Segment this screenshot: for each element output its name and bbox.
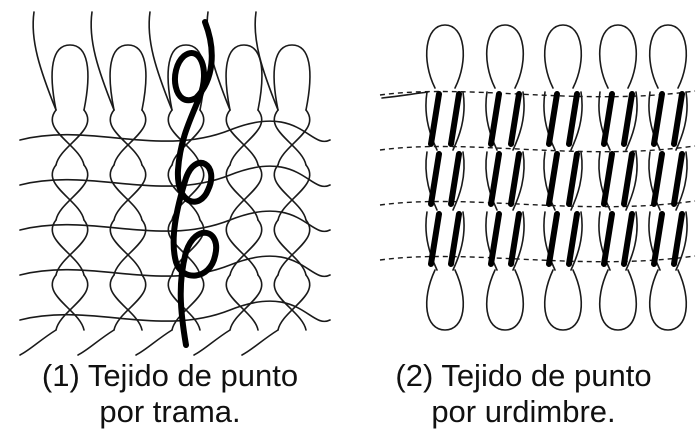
warp-knitting-illustration — [350, 0, 697, 360]
weft-caption-line2: por trama. — [0, 394, 340, 430]
weft-stitch-leg — [226, 220, 258, 275]
weft-thin-yarns — [20, 12, 330, 355]
weft-loop-head — [274, 45, 310, 110]
weft-stitch-leg — [52, 275, 84, 330]
warp-loop-head — [487, 25, 524, 88]
warp-connecting-yarn — [380, 146, 695, 152]
weft-yarn-tail — [20, 330, 56, 355]
warp-bold-leg — [604, 154, 612, 204]
warp-loop-head — [600, 25, 637, 88]
weft-stitch-leg — [274, 220, 306, 275]
weft-yarn-tail — [242, 330, 278, 355]
weft-stitch-leg — [114, 275, 146, 330]
weft-stitch-leg — [278, 110, 310, 165]
warp-knitting-caption: (2) Tejido de punto por urdimbre. — [350, 358, 697, 430]
warp-bold-leg — [431, 154, 439, 204]
weft-stitch-leg — [110, 165, 142, 220]
weft-knitting-illustration — [0, 0, 340, 360]
warp-bold-leg — [549, 94, 557, 144]
warp-bold-leg — [654, 154, 662, 204]
weft-stitch-leg — [52, 220, 84, 275]
weft-caption-line1: (1) Tejido de punto — [0, 358, 340, 394]
weft-stitch-leg — [226, 110, 258, 165]
warp-loop-foot — [487, 270, 524, 330]
warp-bold-leg — [549, 214, 557, 264]
weft-yarn-tail — [136, 330, 172, 355]
warp-lead-yarn — [382, 92, 428, 98]
weft-stitch-leg — [274, 110, 306, 165]
warp-loop-head — [545, 25, 582, 88]
warp-bold-leg — [549, 154, 557, 204]
warp-bold-leg — [604, 94, 612, 144]
weft-stitch-leg — [114, 165, 146, 220]
warp-bold-leg — [431, 94, 439, 144]
weft-stitch-leg — [52, 165, 84, 220]
weft-stitch-leg — [56, 220, 88, 275]
weft-stitch-leg — [56, 165, 88, 220]
weft-stitch-leg — [52, 110, 84, 165]
warp-thin-loops — [382, 25, 687, 330]
warp-connecting-yarn — [380, 256, 695, 262]
warp-bold-leg — [654, 214, 662, 264]
weft-yarn-tail — [194, 330, 230, 355]
warp-connecting-yarn — [380, 201, 695, 207]
warp-highlighted-loops — [431, 94, 682, 264]
weft-stitch-leg — [230, 110, 262, 165]
warp-caption-line1: (2) Tejido de punto — [350, 358, 697, 394]
warp-loop-head — [427, 25, 464, 88]
warp-bold-leg — [491, 214, 499, 264]
weft-loop-head — [226, 45, 262, 110]
warp-bold-leg — [654, 94, 662, 144]
warp-knitting-figure: (2) Tejido de punto por urdimbre. — [350, 0, 697, 439]
weft-stitch-leg — [226, 165, 258, 220]
warp-loop-foot — [650, 270, 687, 330]
weft-stitch-leg — [230, 220, 262, 275]
weft-stitch-leg — [56, 110, 88, 165]
warp-loop-foot — [600, 270, 637, 330]
warp-loop-foot — [545, 270, 582, 330]
weft-course-yarn — [20, 121, 330, 141]
warp-caption-line2: por urdimbre. — [350, 394, 697, 430]
weft-knitting-figure: (1) Tejido de punto por trama. — [0, 0, 340, 439]
weft-knitting-caption: (1) Tejido de punto por trama. — [0, 358, 340, 430]
weft-stitch-leg — [172, 275, 204, 330]
weft-yarn-tail — [33, 12, 56, 110]
weft-yarn-tail — [255, 12, 278, 110]
warp-bold-leg — [491, 154, 499, 204]
warp-bold-leg — [491, 94, 499, 144]
weft-loop-head — [52, 45, 88, 110]
weft-loop-head — [110, 45, 146, 110]
warp-loop-head — [650, 25, 687, 88]
warp-bold-leg — [604, 214, 612, 264]
weft-yarn-tail — [149, 12, 172, 110]
weft-yarn-tail — [78, 330, 114, 355]
weft-yarn-tail — [91, 12, 114, 110]
warp-loop-foot — [427, 270, 464, 330]
weft-stitch-leg — [110, 275, 142, 330]
weft-stitch-leg — [56, 275, 88, 330]
